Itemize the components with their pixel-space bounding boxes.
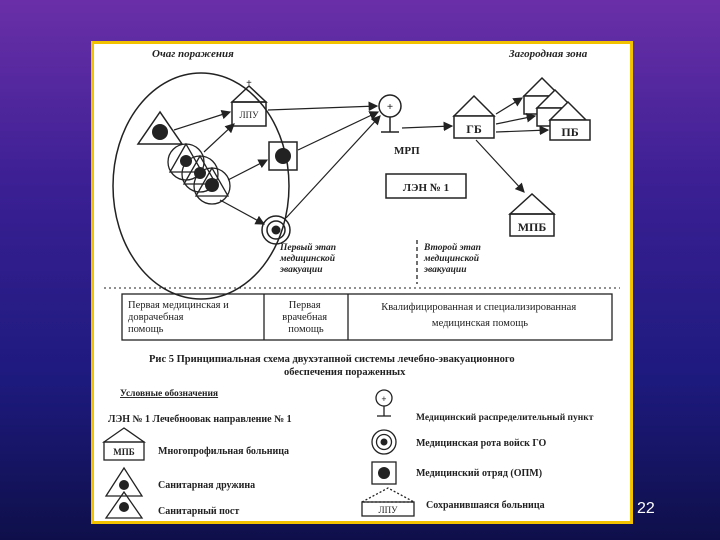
- table-cell-first-aid: Первая медицинская и доврачебная помощь: [128, 300, 231, 335]
- legend-sanitary-post-icon: [104, 490, 144, 519]
- table-cell-doctor-aid: Первая врачебная помощь: [282, 300, 329, 335]
- lpu-house-icon: +: [230, 78, 268, 127]
- sanitary-cluster-icon: [167, 142, 231, 205]
- legend-mpb-text: Многопрофильная больница: [158, 446, 289, 457]
- focus-zone-title: Очаг поражения: [152, 48, 234, 60]
- legend-mpb-label: МПБ: [113, 447, 134, 457]
- legend-mo-text: Медицинский отряд (ОПМ): [416, 468, 542, 479]
- medical-detachment-icon: [268, 141, 298, 171]
- mrp-label: МРП: [394, 145, 420, 157]
- figure-caption: Рис 5 Принципиальная схема двухэтапной с…: [149, 354, 517, 378]
- legend-lpu-label: ЛПУ: [379, 505, 399, 515]
- table-cell-qualified-aid: Квалифицированная и специализированная м…: [381, 302, 579, 329]
- svg-text:+: +: [381, 394, 386, 404]
- legend-sanitary-squad-icon: [104, 466, 144, 497]
- legend-hospital-text: Сохранившаяся больница: [426, 500, 545, 511]
- len-label: ЛЭН № 1: [403, 182, 449, 194]
- focus-zone-oval: [112, 72, 290, 300]
- legend-len: ЛЭН № 1 Лечебноовак направление № 1: [108, 414, 292, 425]
- suburban-zone-title: Загородная зона: [508, 48, 588, 60]
- legend-hospital-icon: [361, 487, 415, 517]
- stage1-label: Первый этап медицинской эвакуации: [279, 242, 338, 275]
- gb-label: ГБ: [466, 122, 482, 136]
- pb-label: ПБ: [561, 125, 578, 139]
- legend-mpb-house-icon: [101, 427, 147, 461]
- legend-title: Условные обозначения: [120, 388, 218, 399]
- legend-medical-detachment-icon: [371, 461, 397, 485]
- slide-frame: Очаг поражения Загородная зона + ЛПУ: [91, 41, 633, 524]
- len-box: [385, 173, 467, 199]
- mpb-label: МПБ: [518, 220, 547, 234]
- gb-house-icon: [452, 94, 496, 139]
- pb-houses-icon: [522, 76, 591, 141]
- mpb-house-icon: [508, 192, 556, 237]
- evacuation-arrows: [173, 97, 550, 225]
- care-levels-table: [121, 293, 613, 341]
- stage2-label: Второй этап медицинской эвакуации: [423, 242, 483, 275]
- legend-mrp-icon: +: [375, 389, 393, 417]
- legend-mr-text: Медицинская рота войск ГО: [416, 438, 547, 449]
- triangle-left-icon: [136, 110, 184, 145]
- legend-mrp-text: Медицинский распределительный пункт: [416, 412, 594, 423]
- legend-sd-text: Санитарная дружина: [158, 480, 255, 491]
- medical-company-icon: [261, 215, 291, 245]
- svg-text:+: +: [246, 78, 252, 89]
- mrp-icon: +: [378, 94, 402, 133]
- page-number: 22: [637, 500, 655, 517]
- legend-medical-company-icon: [371, 429, 397, 455]
- legend-sp-text: Санитарный пост: [158, 506, 239, 517]
- lpu-label: ЛПУ: [240, 110, 260, 120]
- evacuation-diagram: Очаг поражения Загородная зона + ЛПУ: [101, 48, 620, 519]
- svg-text:+: +: [387, 101, 393, 113]
